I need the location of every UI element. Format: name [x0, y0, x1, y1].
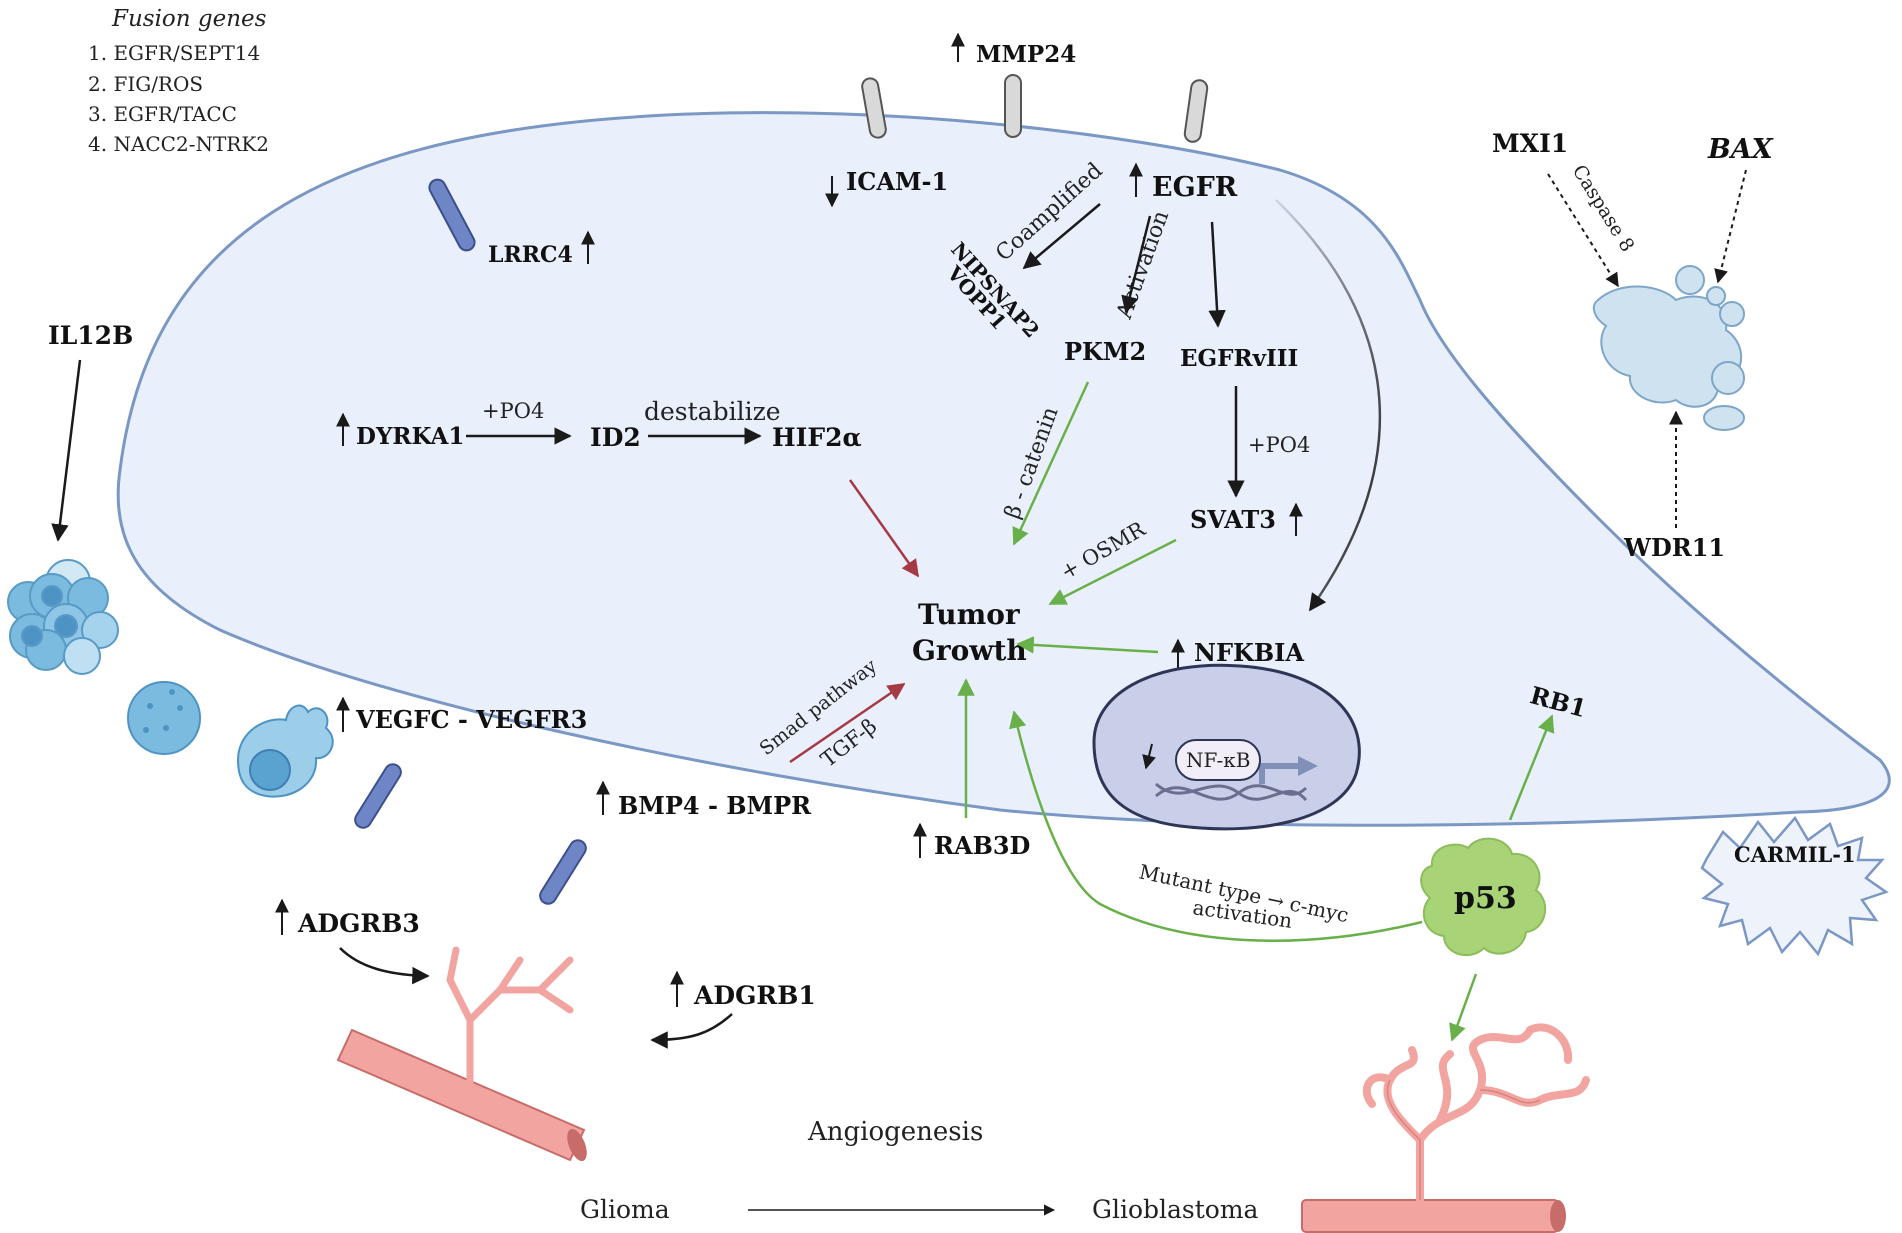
vessel-icon [1301, 1023, 1590, 1233]
receptor-icon [1004, 74, 1022, 138]
transcription-arrow-icon [1259, 763, 1300, 784]
annotation-po4-b: +PO4 [1248, 433, 1310, 457]
label-glioblastoma: Glioblastoma [1092, 1195, 1259, 1224]
fusion-gene-item: 3. EGFR/TACC [88, 102, 237, 126]
label-tumor: Tumor [918, 598, 1021, 631]
label-il12b: IL12B [48, 321, 133, 350]
cell-membrane [116, 111, 1891, 827]
arrow-svat3-tumor [1048, 538, 1177, 606]
arrow-egfr-nfkbia [1275, 199, 1381, 612]
arrow-il12b-cells [51, 359, 82, 542]
macrophage-icon [236, 704, 334, 798]
label-carmil1: CARMIL-1 [1734, 842, 1856, 867]
label-bax: BAX [1707, 134, 1774, 165]
label-p53: p53 [1454, 881, 1517, 916]
label-pkm2: PKM2 [1064, 337, 1146, 366]
label-egfr: EGFR [1152, 172, 1238, 203]
label-svat3: SVAT3 [1190, 505, 1276, 534]
label-glioma: Glioma [580, 1195, 670, 1224]
arrow-p53-rb1 [1508, 714, 1555, 821]
arrow-egfr-nipsnap2 [1022, 203, 1101, 270]
immune-cluster-icon [7, 559, 119, 675]
arrow-egfr-pkm2 [1121, 215, 1152, 314]
label-growth: Growth [912, 634, 1027, 667]
arrow-pkm2-tumor [1012, 381, 1090, 546]
arrow-bax-apoptosis [1714, 169, 1747, 284]
vessel-icon [336, 946, 587, 1162]
p53-protein: p53 [1420, 837, 1546, 957]
fusion-genes-title: Fusion genes [111, 6, 267, 32]
receptor-icon [428, 178, 476, 252]
annotation-caspase: Caspase 8 [1568, 161, 1639, 256]
arrow-mxi1-apoptosis [1547, 173, 1619, 288]
nfkb-complex [1175, 739, 1261, 781]
arrow-hif2a-tumor [848, 479, 920, 578]
label-nfkb: NF-κB [1186, 748, 1250, 772]
arrow-p53-vessel [1449, 973, 1478, 1042]
fusion-gene-item: 4. NACC2-NTRK2 [88, 132, 269, 156]
receptor-icon [1183, 79, 1209, 143]
arrow-nfkbia-tumor [1016, 636, 1159, 654]
star-burst-icon: CARMIL-1 [1700, 815, 1889, 957]
label-mxi1: MXI1 [1492, 129, 1568, 158]
title-angiogenesis: Angiogenesis [807, 1117, 983, 1147]
label-hif2a: HIF2α [772, 423, 862, 452]
receptor-icon [539, 839, 587, 905]
arrow-egfr-egfrviii [1208, 221, 1226, 328]
arrow-adgrb1-vessel [650, 1013, 733, 1049]
label-adgrb3: ADGRB3 [297, 909, 420, 938]
fusion-gene-item: 2. FIG/ROS [88, 72, 203, 96]
receptor-icon [354, 763, 402, 829]
arrow-tgfb-tumor [789, 682, 906, 764]
label-icam1: ICAM-1 [846, 167, 948, 196]
label-bmp4: BMP4 - BMPR [618, 791, 812, 820]
label-vegfc: VEGFC - VEGFR3 [355, 705, 587, 734]
label-rab3d: RAB3D [934, 831, 1030, 860]
arrow-adgrb3-vessel [339, 947, 430, 985]
label-adgrb1: ADGRB1 [693, 981, 816, 1010]
annotation-po4-a: +PO4 [482, 399, 544, 423]
lymphocyte-icon [127, 681, 201, 755]
annotation-destabilize: destabilize [644, 397, 781, 426]
label-egfrviii: EGFRvIII [1180, 345, 1298, 372]
nucleus: NF-κB [1092, 663, 1361, 831]
receptor-icon [861, 77, 887, 139]
label-mmp24: MMP24 [976, 41, 1076, 68]
label-id2: ID2 [590, 423, 641, 452]
fusion-gene-item: 1. EGFR/SEPT14 [88, 41, 260, 65]
label-dyrka1: DYRKA1 [356, 423, 464, 450]
arrow-p53-tumor [1009, 710, 1423, 942]
label-wdr11: WDR11 [1623, 533, 1725, 562]
apoptotic-cell-icon [1592, 265, 1745, 431]
label-nfkbia: NFKBIA [1194, 638, 1304, 667]
dna-icon [1155, 782, 1308, 802]
down-arrow-icon [1142, 743, 1156, 770]
label-lrrc4: LRRC4 [488, 242, 573, 268]
